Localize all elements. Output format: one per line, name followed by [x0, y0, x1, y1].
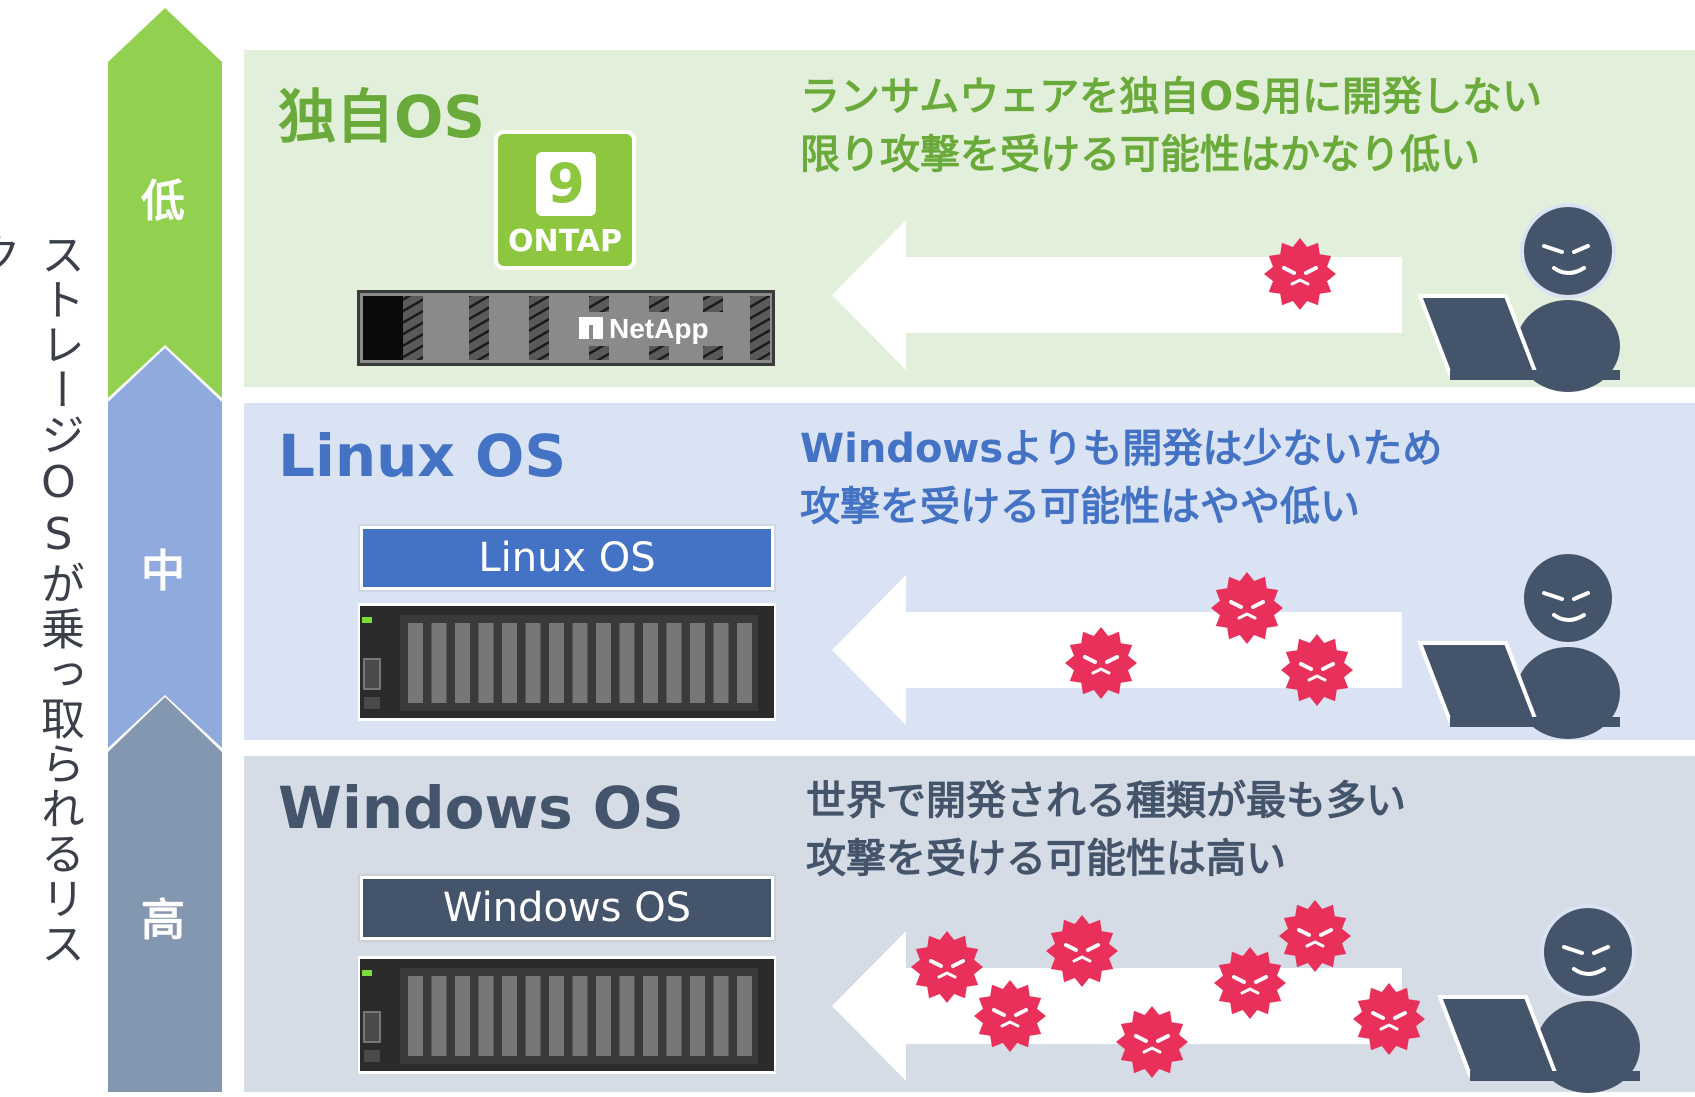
- ontap-version: 9: [536, 152, 596, 216]
- malware-icon: [1214, 947, 1286, 1019]
- row-title: Windows OS: [278, 774, 684, 842]
- row-description-line: Windowsよりも開発は少ないため: [800, 426, 1443, 472]
- row-description-line: 攻撃を受ける可能性はやや低い: [800, 484, 1360, 530]
- risk-level-arrows: [108, 8, 222, 1092]
- malware-icon: [1046, 915, 1118, 987]
- netapp-brand: NetApp: [609, 313, 709, 344]
- malware-icon: [911, 931, 983, 1003]
- row-description-line: 限り攻撃を受ける可能性はかなり低い: [800, 132, 1480, 178]
- low-level-arrow: [108, 8, 222, 398]
- malware-icon: [1281, 634, 1353, 706]
- netapp-logo-icon: [579, 317, 603, 339]
- row-description-line: 世界で開発される種類が最も多い: [806, 778, 1406, 824]
- level-high-label: 高: [141, 895, 185, 946]
- hacker-icon: [1417, 203, 1620, 392]
- high-level-arrow: [108, 697, 222, 1092]
- hacker-icon: [1417, 550, 1620, 739]
- row-title: 独自OS: [278, 83, 486, 151]
- malware-icon: [1353, 983, 1425, 1055]
- server-icon: [358, 603, 776, 721]
- netapp-storage-appliance: NetApp: [357, 290, 775, 366]
- mid-level-arrow: [108, 348, 222, 748]
- row-description-line: ランサムウェアを独自OS用に開発しない: [800, 74, 1543, 120]
- risk-axis-label: ストレージOSが乗っ取られるリスク: [0, 232, 84, 966]
- linux-os-label-box: Linux OS: [360, 526, 774, 590]
- left-arrow-icon: [832, 220, 1402, 370]
- malware-icon: [1116, 1006, 1188, 1078]
- server-icon: [358, 956, 776, 1074]
- malware-icon: [1065, 627, 1137, 699]
- malware-icon: [1211, 572, 1283, 644]
- row-title: Linux OS: [278, 422, 567, 490]
- level-low-label: 低: [141, 176, 185, 227]
- windows-os-label-box: Windows OS: [360, 876, 774, 940]
- malware-icon: [1264, 238, 1336, 310]
- malware-icon: [1279, 900, 1351, 972]
- ontap-badge: 9 ONTAP: [494, 130, 636, 270]
- malware-icon: [974, 980, 1046, 1052]
- level-mid-label: 中: [141, 546, 185, 597]
- ontap-label: ONTAP: [508, 224, 622, 259]
- row-description-line: 攻撃を受ける可能性は高い: [806, 836, 1286, 882]
- hacker-icon: [1437, 904, 1640, 1093]
